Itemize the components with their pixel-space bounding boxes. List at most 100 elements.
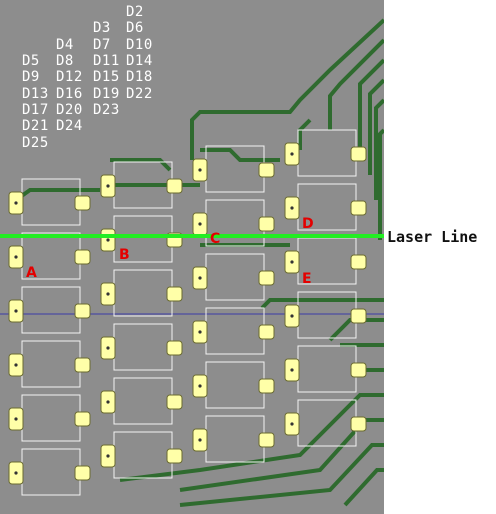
pad-anode [258,432,275,448]
component-outline [205,415,265,463]
designator-d4: D4 [56,37,74,53]
designator-d6: D6 [126,20,144,36]
component-outline [113,323,173,371]
laser-line [0,234,384,238]
designator-d21: D21 [22,118,49,134]
pad-dot [106,238,110,242]
marker-a: A [26,265,37,281]
pad-dot [14,363,18,367]
designator-d16: D16 [56,86,83,102]
pad-dot [290,206,294,210]
pad-anode [74,303,91,319]
designator-d25: D25 [22,135,49,151]
pad-anode [166,340,183,356]
marker-e: E [302,271,312,287]
copper-trace [298,118,312,150]
pad-dot [14,201,18,205]
designator-d19: D19 [93,86,120,102]
designator-d18: D18 [126,69,153,85]
component-outline [113,377,173,425]
designator-d14: D14 [126,53,153,69]
pad-anode [350,416,367,432]
pad-anode [166,448,183,464]
pad-dot [106,400,110,404]
copper-trace [260,298,384,310]
designator-d22: D22 [126,86,153,102]
copper-trace [179,443,384,507]
copper-trace [343,468,384,507]
pad-dot [106,184,110,188]
copper-trace [119,393,384,482]
designator-d24: D24 [56,118,83,134]
copper-trace [328,318,384,342]
pad-anode [350,362,367,378]
pad-dot [198,438,202,442]
copper-trace [190,18,384,160]
pad-dot [198,330,202,334]
designator-d2: D2 [126,4,144,20]
designator-d3: D3 [93,20,111,36]
marker-d: D [302,216,314,232]
designator-d13: D13 [22,86,49,102]
designator-d8: D8 [56,53,74,69]
pcb-view[interactable]: D2 D3 D6 D4 D7 D10 D5 D8 D11 D14 D9 D12 … [0,0,384,514]
pad-anode [74,411,91,427]
component-outline [21,394,81,442]
pad-dot [198,222,202,226]
pad-dot [290,422,294,426]
pad-dot [290,260,294,264]
component-outline [21,340,81,388]
pad-anode [350,200,367,216]
designator-d20: D20 [56,102,83,118]
component-outline [205,361,265,409]
copper-trace [374,98,384,200]
pad-anode [258,378,275,394]
pad-dot [198,384,202,388]
pad-dot [14,471,18,475]
designator-d23: D23 [93,102,120,118]
pad-dot [14,255,18,259]
designator-d11: D11 [93,53,120,69]
component-outline [21,286,81,334]
copper-trace [110,158,172,172]
pcb-canvas [0,18,384,507]
pad-anode [166,178,183,194]
pad-dot [290,368,294,372]
pad-anode [350,254,367,270]
component-outline [21,448,81,496]
pad-dot [14,309,18,313]
designator-d17: D17 [22,102,49,118]
pad-dot [14,417,18,421]
component-outline [205,253,265,301]
designator-d9: D9 [22,69,40,85]
component-outline [297,345,357,393]
pad-dot [106,346,110,350]
pad-anode [350,146,367,162]
pad-dot [290,314,294,318]
designator-d7: D7 [93,37,111,53]
pad-dot [106,292,110,296]
component-outline [297,129,357,177]
designator-d12: D12 [56,69,83,85]
pad-dot [198,276,202,280]
copper-trace [179,418,384,492]
laser-line-label: Laser Line [387,228,478,246]
pad-anode [258,162,275,178]
component-outline [113,431,173,479]
designator-d5: D5 [22,53,40,69]
pad-dot [106,454,110,458]
component-outline [205,307,265,355]
component-outline [21,178,81,226]
pad-anode [350,308,367,324]
pad-anode [74,465,91,481]
designator-d15: D15 [93,69,120,85]
pad-anode [258,270,275,286]
pad-anode [74,249,91,265]
copper-trace [358,58,384,150]
marker-b: B [119,247,130,263]
pad-anode [166,286,183,302]
pad-anode [74,195,91,211]
copper-trace [368,78,384,175]
pad-anode [166,394,183,410]
designator-d10: D10 [126,37,153,53]
